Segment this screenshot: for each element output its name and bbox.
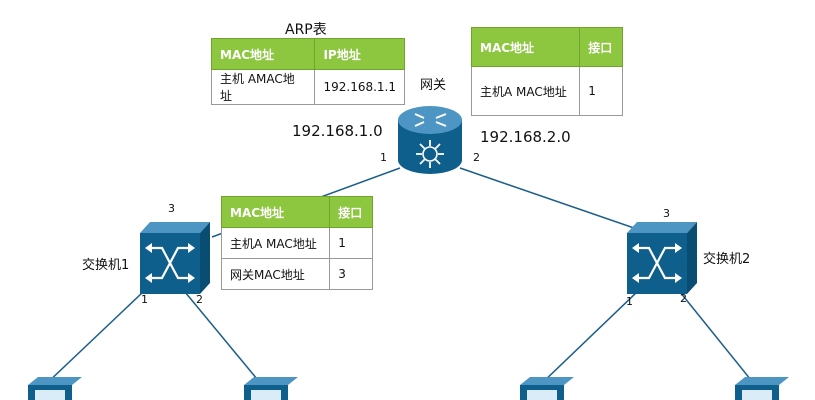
switch2-label: 交换机2: [703, 252, 751, 267]
table-row: 主机A MAC地址 1: [220, 227, 373, 259]
link-switch1-host-left: [44, 291, 144, 386]
table-row: 主机A MAC地址 1: [470, 66, 623, 116]
port-label: 1: [626, 295, 633, 308]
host-computer-icon: [735, 377, 789, 400]
host-computer-icon: [28, 377, 82, 400]
gateway-mac-table: MAC地址 接口 主机A MAC地址 1: [470, 27, 623, 116]
switch1-mac-table: MAC地址 接口 主机A MAC地址 1 网关MAC地址 3: [220, 196, 373, 290]
link-switch1-host-right: [184, 291, 263, 386]
table-cell: 主机 AMAC地址: [210, 69, 316, 105]
table-cell: 网关MAC地址: [220, 258, 331, 290]
switch1-label: 交换机1: [82, 258, 130, 273]
arp-table: MAC地址 IP地址 主机 AMAC地址 192.168.1.1: [210, 38, 405, 105]
column-header: 接口: [579, 27, 623, 67]
link-switch2-host-right: [679, 291, 756, 386]
port-label: 3: [168, 202, 175, 215]
table-header-row: MAC地址 接口: [470, 27, 623, 67]
port-label: 1: [380, 151, 387, 164]
arp-table-title: ARP表: [285, 22, 327, 38]
port-label: 2: [680, 292, 687, 305]
switch2-icon: [627, 222, 697, 294]
table-row: 网关MAC地址 3: [220, 258, 373, 290]
port-label: 1: [141, 293, 148, 306]
table-cell: 1: [329, 227, 373, 259]
port-label: 2: [473, 151, 480, 164]
port-label: 3: [663, 207, 670, 220]
table-cell: 3: [329, 258, 373, 290]
table-cell: 192.168.1.1: [314, 69, 405, 105]
table-cell: 主机A MAC地址: [220, 227, 331, 259]
column-header: 接口: [329, 196, 373, 228]
column-header: IP地址: [314, 38, 405, 70]
switch1-icon: [140, 222, 210, 294]
host-computer-icon: [244, 377, 298, 400]
table-cell: 1: [579, 66, 623, 116]
gateway-label: 网关: [420, 78, 447, 93]
table-row: 主机 AMAC地址 192.168.1.1: [210, 69, 405, 105]
column-header: MAC地址: [220, 196, 331, 228]
port-label: 2: [196, 293, 203, 306]
link-gateway-switch2: [459, 167, 661, 238]
gateway-ip-left: 192.168.1.0: [292, 122, 383, 140]
gateway-ip-right: 192.168.2.0: [480, 128, 571, 146]
table-header-row: MAC地址 IP地址: [210, 38, 405, 70]
column-header: MAC地址: [210, 38, 316, 70]
table-header-row: MAC地址 接口: [220, 196, 373, 228]
column-header: MAC地址: [470, 27, 581, 67]
table-cell: 主机A MAC地址: [470, 66, 581, 116]
router-icon: [398, 106, 462, 174]
host-computer-icon: [520, 377, 574, 400]
link-switch2-host-left: [539, 291, 638, 386]
